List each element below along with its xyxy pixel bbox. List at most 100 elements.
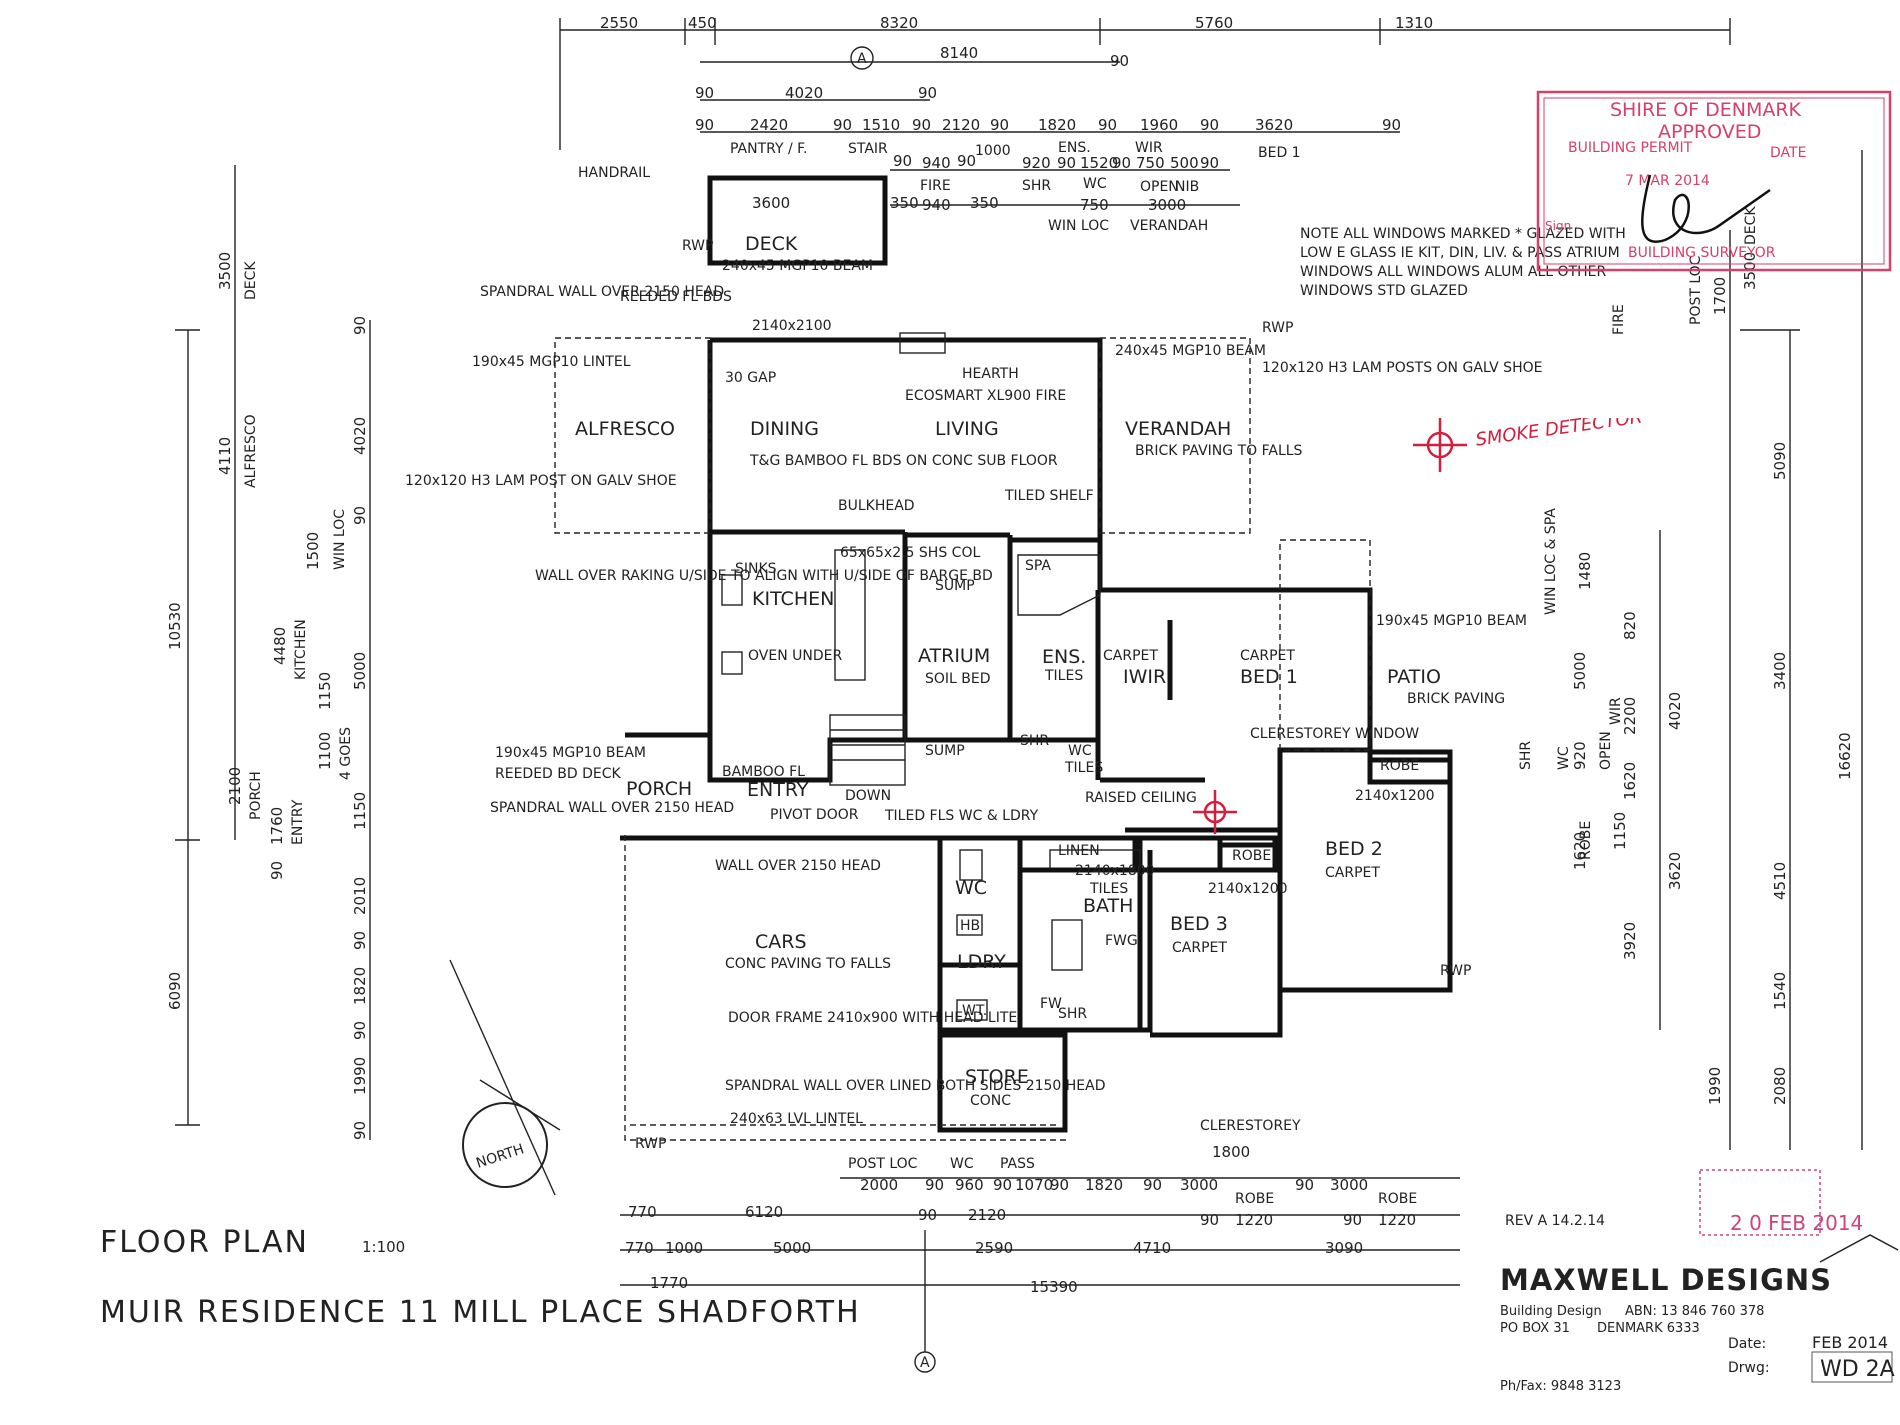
note-fire: ECOSMART XL900 FIRE <box>905 388 1066 404</box>
room-entry-sub: BAMBOO FL <box>722 764 805 780</box>
note-fw: FW <box>1040 996 1062 1012</box>
dim-b3-0: 770 <box>625 1239 654 1257</box>
rev-note: REV A 14.2.14 <box>1505 1213 1605 1229</box>
dim-r4-0: 90 <box>695 116 714 134</box>
lbl-shr-top: SHR <box>1022 178 1051 194</box>
dim-r5-9: 500 <box>1170 154 1199 172</box>
room-patio: PATIO <box>1387 666 1441 688</box>
note-floor: T&G BAMBOO FL BDS ON CONC SUB FLOOR <box>749 453 1058 469</box>
room-ldry: LDRY <box>957 951 1006 973</box>
dim-li-6: 1100 <box>316 732 334 770</box>
dim-b2-4: 90 <box>1200 1211 1219 1229</box>
note-down: DOWN <box>845 788 891 804</box>
approval-stamp: SHIRE OF DENMARK APPROVED BUILDING PERMI… <box>1536 90 1892 272</box>
dim-rc2-0: 1700 <box>1711 277 1729 315</box>
room-wiw-sub: CARPET <box>1103 648 1158 664</box>
room-bed2: BED 2 <box>1325 838 1383 860</box>
note-bath-dim: 2140x1800 <box>1075 863 1155 879</box>
room-robe-bed2: ROBE <box>1380 758 1419 774</box>
dim-r5-5: 90 <box>1057 154 1076 172</box>
stamp-approved: APPROVED <box>1658 121 1761 143</box>
company-service: Building Design <box>1500 1304 1602 1319</box>
dim-r4-2: 90 <box>833 116 852 134</box>
dim-b2-6: 90 <box>1343 1211 1362 1229</box>
dim-b3-5: 3090 <box>1325 1239 1363 1257</box>
stamp-date-label: DATE <box>1770 145 1806 161</box>
dim-top-2550: 2550 <box>600 14 638 32</box>
note-post: 120x120 H3 LAM POST ON GALV SHOE <box>405 473 677 489</box>
lbl-winloc-top: WIN LOC <box>1048 218 1109 234</box>
lbl-open-top: OPEN <box>1140 179 1179 195</box>
note-spandrel-top: SPANDRAL WALL OVER 2150 HEAD <box>480 284 724 300</box>
room-atrium: ATRIUM <box>918 645 990 667</box>
lbl-rc-deck: DECK <box>1743 206 1759 245</box>
lbl-bd-pass: PASS <box>1000 1156 1035 1172</box>
lbl-rc-wc: WC <box>1556 746 1572 770</box>
lbl-wc-top: WC <box>1083 176 1107 192</box>
room-robe-bed3: ROBE <box>1232 848 1271 864</box>
annotations: HANDRAIL 240x45 MGP10 BEAM 2140x2100 30 … <box>405 165 1542 1152</box>
dim-b1-4: 1070 <box>1015 1176 1053 1194</box>
company-date: FEB 2014 <box>1812 1333 1888 1352</box>
right-dimensions: 16620 5090 3400 4510 1540 2080 1700 3500… <box>1518 150 1863 1150</box>
dim-b4-1: 15390 <box>1030 1278 1078 1296</box>
dim-li-12: 1820 <box>351 967 369 1005</box>
north-arrow-icon <box>462 1102 548 1188</box>
stamp-date: 7 MAR 2014 <box>1625 173 1710 189</box>
room-cars-sub: CONC PAVING TO FALLS <box>725 956 891 972</box>
company-phone: Ph/Fax: 9848 3123 <box>1500 1379 1621 1394</box>
title-scale: 1:100 <box>362 1238 405 1256</box>
room-labels: DECK ALFRESCO DINING LIVING VERANDAH KIT… <box>575 233 1505 1109</box>
lbl-bd-postloc: POST LOC <box>848 1156 918 1172</box>
lbl-bd-robe2: ROBE <box>1378 1191 1417 1207</box>
note-pivot: PIVOT DOOR <box>770 807 859 823</box>
note-reeded-deck: REEDED BD DECK <box>495 766 622 782</box>
dim-b1-2: 960 <box>955 1176 984 1194</box>
left-dimensions: 10530 6090 3500 DECK 4110 ALFRESCO 4480 … <box>166 165 371 1140</box>
lbl-rc-postloc: POST LOC <box>1688 255 1704 325</box>
dim-b1-6: 1820 <box>1085 1176 1123 1194</box>
note-patio-beam: 190x45 MGP10 BEAM <box>1376 613 1527 629</box>
lbl-rc-robe: ROBE <box>1578 821 1594 860</box>
dim-top-8320: 8320 <box>880 14 918 32</box>
title-residence: MUIR RESIDENCE 11 MILL PLACE SHADFORTH <box>100 1295 861 1330</box>
dim-li-15: 90 <box>351 1121 369 1140</box>
note-fwg: FWG <box>1105 933 1138 949</box>
note-tiled-fls: TILED FLS WC & LDRY <box>884 808 1039 824</box>
room-cars: CARS <box>755 931 807 953</box>
rev-stamp: 2 0 FEB 2014 <box>1730 1211 1863 1235</box>
room-spa: SPA <box>1025 558 1051 574</box>
room-living: LIVING <box>935 418 999 440</box>
lbl-rc-winloc: WIN LOC & SPA <box>1543 508 1559 615</box>
note-lintel-cars: 240x63 LVL LINTEL <box>730 1111 863 1127</box>
smoke-detectors: SMOKE DETECTOR <box>1193 418 1643 834</box>
note-sump1: SUMP <box>935 578 975 594</box>
dim-b2-2: 90 <box>918 1206 937 1224</box>
dim-r4-7: 1820 <box>1038 116 1076 134</box>
room-wt: WT. <box>962 1003 987 1019</box>
dim-li-3: 1500 <box>304 532 322 570</box>
dim-li-5: 1150 <box>316 672 334 710</box>
dim-top-4020: 4020 <box>785 84 823 102</box>
room-hb: HB <box>960 918 980 934</box>
room-deck: DECK <box>745 233 798 255</box>
dim-li-9: 1150 <box>351 792 369 830</box>
dim-b3-4: 4710 <box>1133 1239 1171 1257</box>
lbl-bd-1800: 1800 <box>1212 1143 1250 1161</box>
dim-top-5760: 5760 <box>1195 14 1233 32</box>
dim-li-10: 2010 <box>351 877 369 915</box>
note-spandrel-cars: SPANDRAL WALL OVER LINED BOTH SIDES 2150… <box>725 1078 1106 1094</box>
room-kitchen: KITCHEN <box>752 588 834 610</box>
lbl-left-deck: DECK <box>243 261 259 300</box>
dim-rc3-2: 920 <box>1571 741 1589 770</box>
dim-li-2: 90 <box>351 506 369 525</box>
dim-rc1-4: 2080 <box>1771 1067 1789 1105</box>
dim-rc2-4: 3920 <box>1621 922 1639 960</box>
dim-r5-3: 1000 <box>975 143 1011 159</box>
note-bed2-dim: 2140x1200 <box>1355 788 1435 804</box>
note-door-frame: DOOR FRAME 2410x900 WITH HEAD LITE <box>728 1010 1017 1026</box>
lbl-rc-shr: SHR <box>1518 741 1534 770</box>
dim-r5-7: 90 <box>1112 154 1131 172</box>
dim-li-11: 90 <box>351 931 369 950</box>
